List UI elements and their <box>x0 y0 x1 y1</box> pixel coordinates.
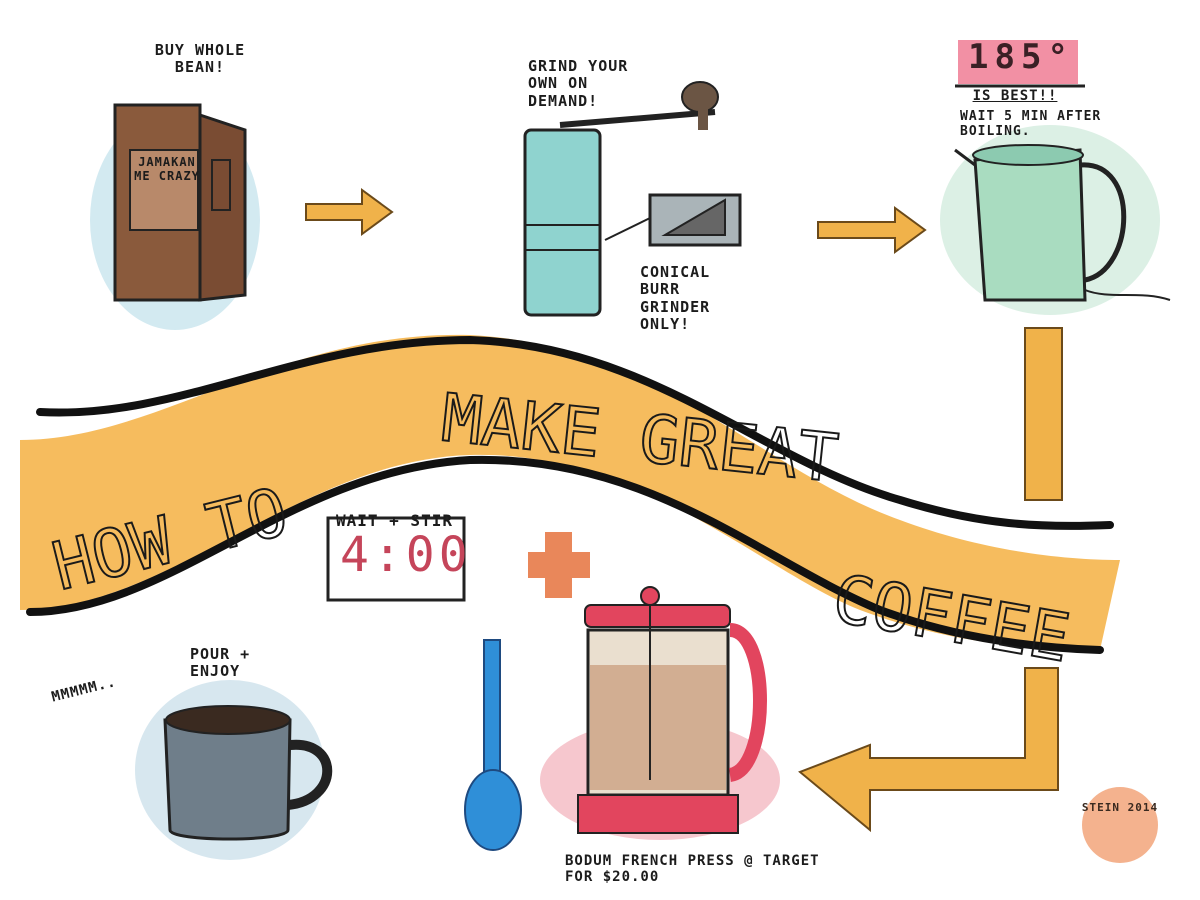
title-banner <box>20 334 1120 650</box>
signature-badge <box>1082 787 1158 863</box>
step-grind-label: GRIND YOUR OWN ON DEMAND! <box>528 57 629 110</box>
step-buy-label: BUY WHOLE BEAN! <box>154 41 246 77</box>
plus-icon <box>528 532 590 598</box>
temperature-note: IS BEST!! <box>972 88 1058 104</box>
burr-detail-icon <box>604 193 742 247</box>
grinder-note: CONICAL BURR GRINDER ONLY! <box>640 263 711 333</box>
burr-grinder-icon <box>523 81 719 317</box>
page-title: HOW TO MAKE GREAT COFFEE <box>0 0 1 1</box>
boil-wait-note: WAIT 5 MIN AFTER BOILING. <box>960 109 1102 139</box>
temperature-highlight <box>958 40 1078 84</box>
stir-spoon-icon <box>464 639 522 851</box>
arrow-left-icon <box>798 667 1059 833</box>
timer-display <box>326 516 466 602</box>
step-steep-label: WAIT + STIR <box>336 511 453 530</box>
connector-vertical <box>1024 327 1063 501</box>
coffee-bag-label: JAMAKAN ME CRAZY <box>134 155 200 183</box>
banner-bottom-line <box>26 455 1104 654</box>
coffee-mug-icon <box>135 680 333 860</box>
arrow-right-icon <box>817 206 927 254</box>
water-temperature: 185° <box>968 37 1074 77</box>
arrow-right-icon <box>305 188 394 236</box>
banner-top-line <box>36 335 1114 530</box>
artist-signature: STEIN 2014 <box>1081 801 1159 814</box>
coffee-bag-icon <box>90 103 260 330</box>
kettle-icon <box>940 125 1171 315</box>
steep-timer: 4:00 <box>340 527 472 583</box>
french-press-icon <box>540 586 780 840</box>
french-press-label: BODUM FRENCH PRESS @ TARGET FOR $20.00 <box>565 853 820 886</box>
step-enjoy-label: POUR + ENJOY <box>190 645 251 681</box>
